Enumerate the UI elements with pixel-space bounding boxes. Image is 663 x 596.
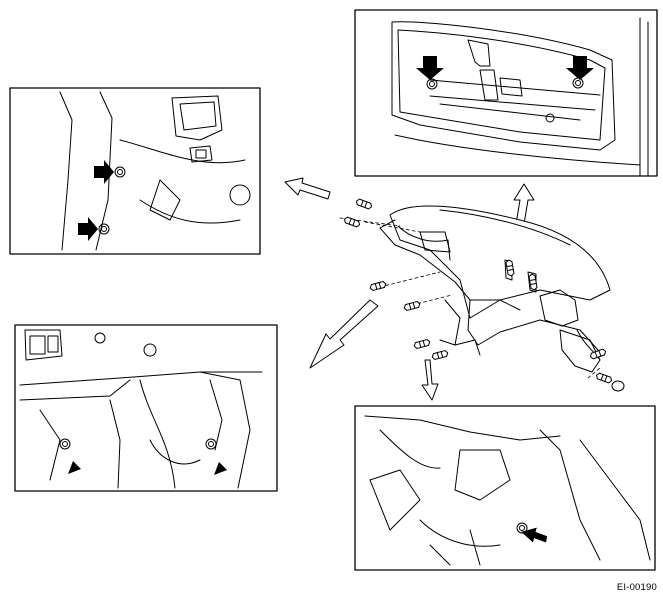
- detail-panel-top-right: [354, 9, 658, 177]
- bolt-icon: [342, 215, 362, 229]
- arrow-icon: [214, 451, 232, 475]
- bolt-icon: [354, 197, 374, 211]
- leader-arrow-to-top-left: [284, 177, 331, 200]
- figure-code: EI-00190: [616, 582, 657, 593]
- instrument-panel-assembly: [339, 205, 611, 379]
- leader-arrow-to-bottom-left: [309, 299, 379, 369]
- detail-panel-bottom-left: [14, 324, 278, 492]
- bolt-icon: [402, 300, 422, 312]
- leader-arrow-to-bottom-right: [421, 359, 439, 401]
- arrow-icon: [78, 217, 98, 241]
- detail-panel-top-left: [9, 87, 261, 255]
- bolt-icon: [594, 371, 614, 385]
- arrow-icon: [566, 56, 594, 80]
- bolt-icon: [368, 280, 388, 292]
- bolt-icon: [412, 338, 432, 350]
- detail-panel-bottom-right: [354, 405, 656, 571]
- bolt-icon: [430, 349, 450, 361]
- clip-icon: [611, 380, 625, 392]
- arrow-icon: [68, 450, 86, 474]
- arrow-icon: [521, 527, 548, 543]
- arrow-icon: [416, 56, 444, 80]
- arrow-icon: [94, 160, 114, 184]
